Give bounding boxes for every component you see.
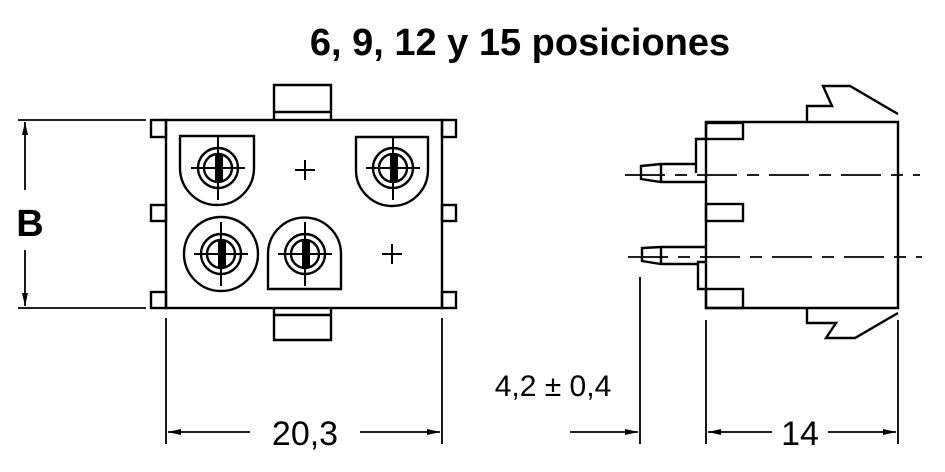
pin-housing-3 xyxy=(182,215,260,293)
pin-lower xyxy=(640,245,706,266)
front-view xyxy=(149,83,458,342)
empty-position-mark xyxy=(382,244,402,264)
pin-housing-2 xyxy=(354,135,430,208)
dimension-pin-length xyxy=(570,277,641,444)
height-label: B xyxy=(16,203,43,245)
pin-3 xyxy=(192,220,250,288)
pin-4 xyxy=(276,220,334,288)
dimension-b xyxy=(18,119,146,309)
depth-label: 14 xyxy=(781,415,819,453)
side-view xyxy=(625,84,922,340)
pin-housing-4 xyxy=(266,216,343,291)
empty-position-mark xyxy=(295,160,315,180)
pin-upper xyxy=(639,162,706,184)
pin-length-label: 4,2 ± 0,4 xyxy=(495,370,612,403)
pin-2 xyxy=(364,134,422,202)
drawing-title: 6, 9, 12 y 15 posiciones xyxy=(309,22,731,64)
dimension-depth xyxy=(705,320,899,444)
dimension-width xyxy=(165,318,443,444)
width-label: 20,3 xyxy=(272,415,338,453)
pin-housing-1 xyxy=(178,134,256,207)
pin-1 xyxy=(189,134,247,202)
